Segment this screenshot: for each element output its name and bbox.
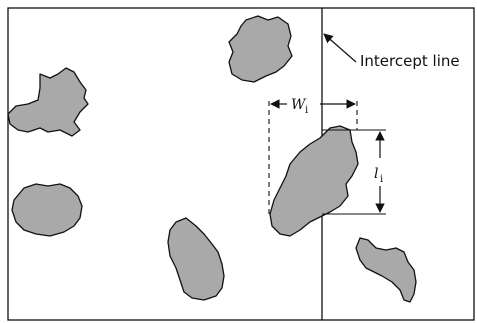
length-symbol: l: [374, 166, 378, 182]
field-frame: [7, 7, 475, 321]
intercept-pointer-arrow: [323, 33, 357, 63]
length-subscript: i: [380, 174, 383, 185]
intercept-line-label: Intercept line: [360, 52, 460, 70]
width-symbol: W: [291, 97, 307, 113]
width-subscript: i: [305, 105, 308, 116]
particle-left-upper: [7, 67, 89, 137]
particle-bottom-right: [355, 237, 417, 303]
particle-left-lower: [11, 183, 83, 237]
particle-bottom-center: [167, 217, 225, 301]
particle-intercepted: [269, 125, 359, 237]
particle-top-center: [228, 15, 293, 83]
